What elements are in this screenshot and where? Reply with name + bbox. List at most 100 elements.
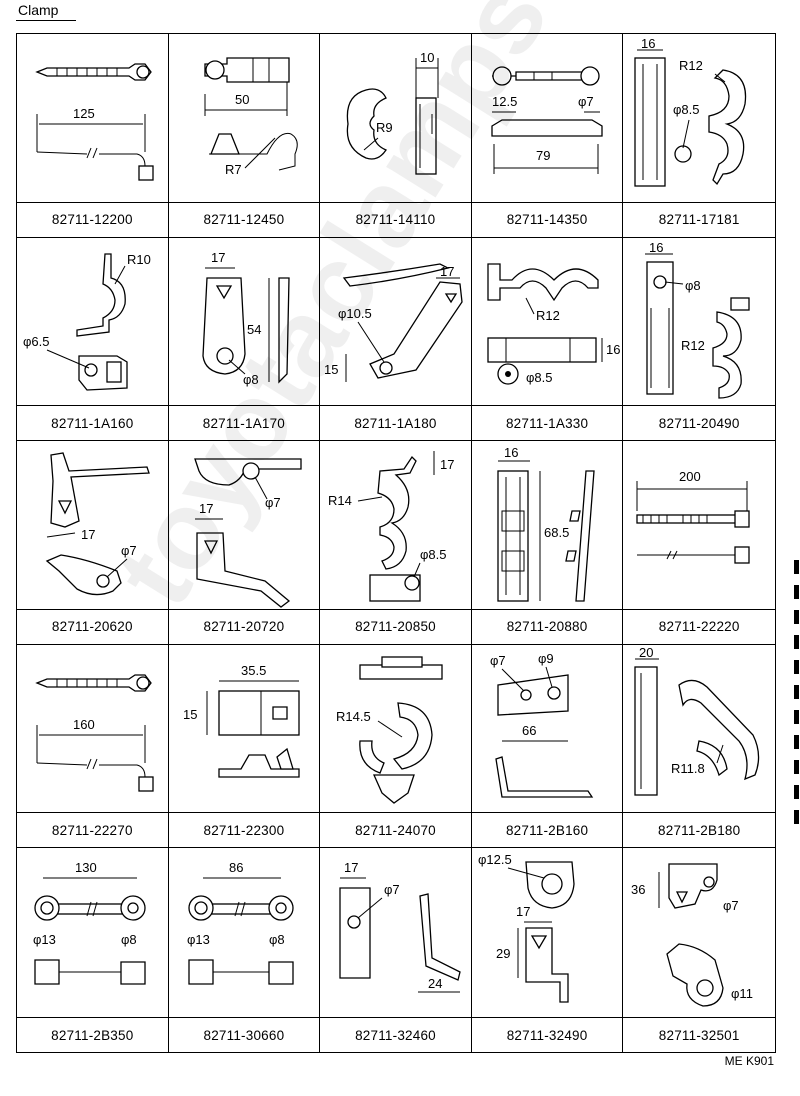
clamp-catalog-grid: 125 82711-12200 50 R7 82711-12450 10 xyxy=(16,33,776,1053)
dim-label: 15 xyxy=(324,362,338,377)
dim-label: φ13 xyxy=(187,932,210,947)
clamp-cell: 16 φ8 R12 82711-20490 xyxy=(623,238,775,442)
dim-label: R10 xyxy=(127,252,151,267)
dim-label: 86 xyxy=(229,860,243,875)
part-number: 82711-32460 xyxy=(320,1017,471,1052)
dim-label: 17 xyxy=(344,860,358,875)
part-number: 82711-24070 xyxy=(320,812,471,847)
part-number: 82711-17181 xyxy=(623,201,775,237)
part-number: 82711-1A160 xyxy=(17,405,168,440)
dim-label: 125 xyxy=(73,106,95,121)
dim-label: φ13 xyxy=(33,932,56,947)
dim-label: 17 xyxy=(440,457,454,472)
part-number: 82711-20720 xyxy=(168,608,320,644)
part-number: 82711-32501 xyxy=(623,1017,775,1052)
clamp-cell: 12.5 φ7 79 82711-14350 xyxy=(471,34,624,238)
clamp-drawing: 17 R14 φ8.5 xyxy=(328,451,455,602)
dim-label: 17 xyxy=(516,904,530,919)
dim-label: 17 xyxy=(81,527,95,542)
part-number: 82711-30660 xyxy=(168,1017,320,1052)
dim-label: R14.5 xyxy=(336,709,371,724)
clamp-drawing: 125 xyxy=(35,63,154,181)
part-number: 82711-1A180 xyxy=(320,405,471,440)
dim-label: 20 xyxy=(639,645,653,660)
part-number: 82711-2B350 xyxy=(17,1017,168,1052)
part-number: 82711-20850 xyxy=(320,608,471,644)
dim-label: φ7 xyxy=(121,543,137,558)
clamp-cell: 86 φ13 φ8 82711-30660 xyxy=(168,848,321,1052)
dim-label: 24 xyxy=(428,976,442,991)
clamp-drawing: 16 R12 φ8.5 xyxy=(634,36,747,187)
dim-label: 17 xyxy=(211,250,225,265)
clamp-drawing: 17 φ7 xyxy=(45,452,150,596)
dim-label: R9 xyxy=(376,120,393,135)
clamp-cell: 16 68.5 82711-20880 xyxy=(471,441,624,645)
dim-label: φ8.5 xyxy=(673,102,700,117)
clamp-cell: φ7 17 82711-20720 xyxy=(168,441,321,645)
dim-label: φ8.5 xyxy=(420,547,447,562)
clamp-drawing: 20 R11.8 xyxy=(634,645,760,796)
page-edge-marks xyxy=(794,560,800,835)
dim-label: 10 xyxy=(420,50,434,65)
dim-label: φ9 xyxy=(538,651,554,666)
clamp-cell: 16 R12 φ8.5 82711-17181 xyxy=(623,34,775,238)
clamp-drawing: φ7 φ9 66 xyxy=(490,651,594,798)
dim-label: φ8 xyxy=(269,932,285,947)
clamp-cell: 130 φ13 φ8 82711-2B350 xyxy=(17,848,169,1052)
part-number: 82711-22270 xyxy=(17,812,168,847)
clamp-drawing: 16 φ8 R12 xyxy=(645,240,751,399)
dim-label: φ7 xyxy=(384,882,400,897)
clamp-cell: R10 φ6.5 82711-1A160 xyxy=(17,237,169,442)
part-number: 82711-12450 xyxy=(168,201,320,237)
dim-label: 16 xyxy=(504,445,518,460)
dim-label: R12 xyxy=(679,58,703,73)
clamp-drawing: 17 54 φ8 xyxy=(201,250,290,387)
part-number: 82711-20490 xyxy=(623,405,775,440)
clamp-cell: 17 54 φ8 82711-1A170 xyxy=(168,237,321,442)
clamp-drawing: φ12.5 17 29 xyxy=(478,852,575,1004)
clamp-cell: 36 φ7 φ11 82711-32501 xyxy=(623,848,775,1052)
clamp-cell: 17 φ10.5 15 82711-1A180 xyxy=(320,237,472,442)
clamp-drawing: 35.5 15 xyxy=(183,663,300,778)
dim-label: 68.5 xyxy=(544,525,569,540)
dim-label: 160 xyxy=(73,717,95,732)
part-number: 82711-1A330 xyxy=(471,405,623,440)
clamp-drawing: 17 φ7 24 xyxy=(339,860,461,993)
dim-label: 36 xyxy=(631,882,645,897)
dim-label: φ10.5 xyxy=(338,306,372,321)
clamp-drawing: 36 φ7 φ11 xyxy=(631,863,753,1008)
clamp-cell: 200 82711-22220 xyxy=(623,441,775,645)
clamp-drawing: R12 16 φ8.5 xyxy=(487,262,620,385)
clamp-drawing: 86 φ13 φ8 xyxy=(187,860,294,986)
part-number: 82711-1A170 xyxy=(168,405,320,440)
dim-label: 79 xyxy=(536,148,550,163)
dim-label: φ8 xyxy=(121,932,137,947)
part-number: 82711-22220 xyxy=(623,608,775,644)
clamp-cell: 17 φ7 82711-20620 xyxy=(17,441,169,645)
figure-code: ME K901 xyxy=(724,1054,774,1068)
clamp-drawing: 10 R9 xyxy=(346,50,439,175)
clamp-drawing: 12.5 φ7 79 xyxy=(491,66,603,174)
dim-label: 66 xyxy=(522,723,536,738)
dim-label: R12 xyxy=(681,338,705,353)
clamp-drawing: R10 φ6.5 xyxy=(23,252,151,391)
dim-label: 16 xyxy=(606,342,620,357)
dim-label: φ8 xyxy=(685,278,701,293)
part-number: 82711-32490 xyxy=(471,1017,623,1052)
clamp-cell: 20 R11.8 82711-2B180 xyxy=(623,645,775,849)
part-number: 82711-20880 xyxy=(471,608,623,644)
dim-label: φ8.5 xyxy=(526,370,553,385)
clamp-cell: 17 φ7 24 82711-32460 xyxy=(320,848,472,1052)
dim-label: 29 xyxy=(496,946,510,961)
dim-label: R14 xyxy=(328,493,352,508)
clamp-drawing: 200 xyxy=(636,469,751,564)
part-number: 82711-20620 xyxy=(17,608,168,644)
dim-label: 16 xyxy=(641,36,655,51)
clamp-cell: R14.5 82711-24070 xyxy=(320,644,472,849)
dim-label: R7 xyxy=(225,162,242,177)
part-number: 82711-2B160 xyxy=(471,812,623,847)
dim-label: 200 xyxy=(679,469,701,484)
dim-label: φ7 xyxy=(578,94,594,109)
dim-label: φ7 xyxy=(490,653,506,668)
dim-label: 12.5 xyxy=(492,94,517,109)
